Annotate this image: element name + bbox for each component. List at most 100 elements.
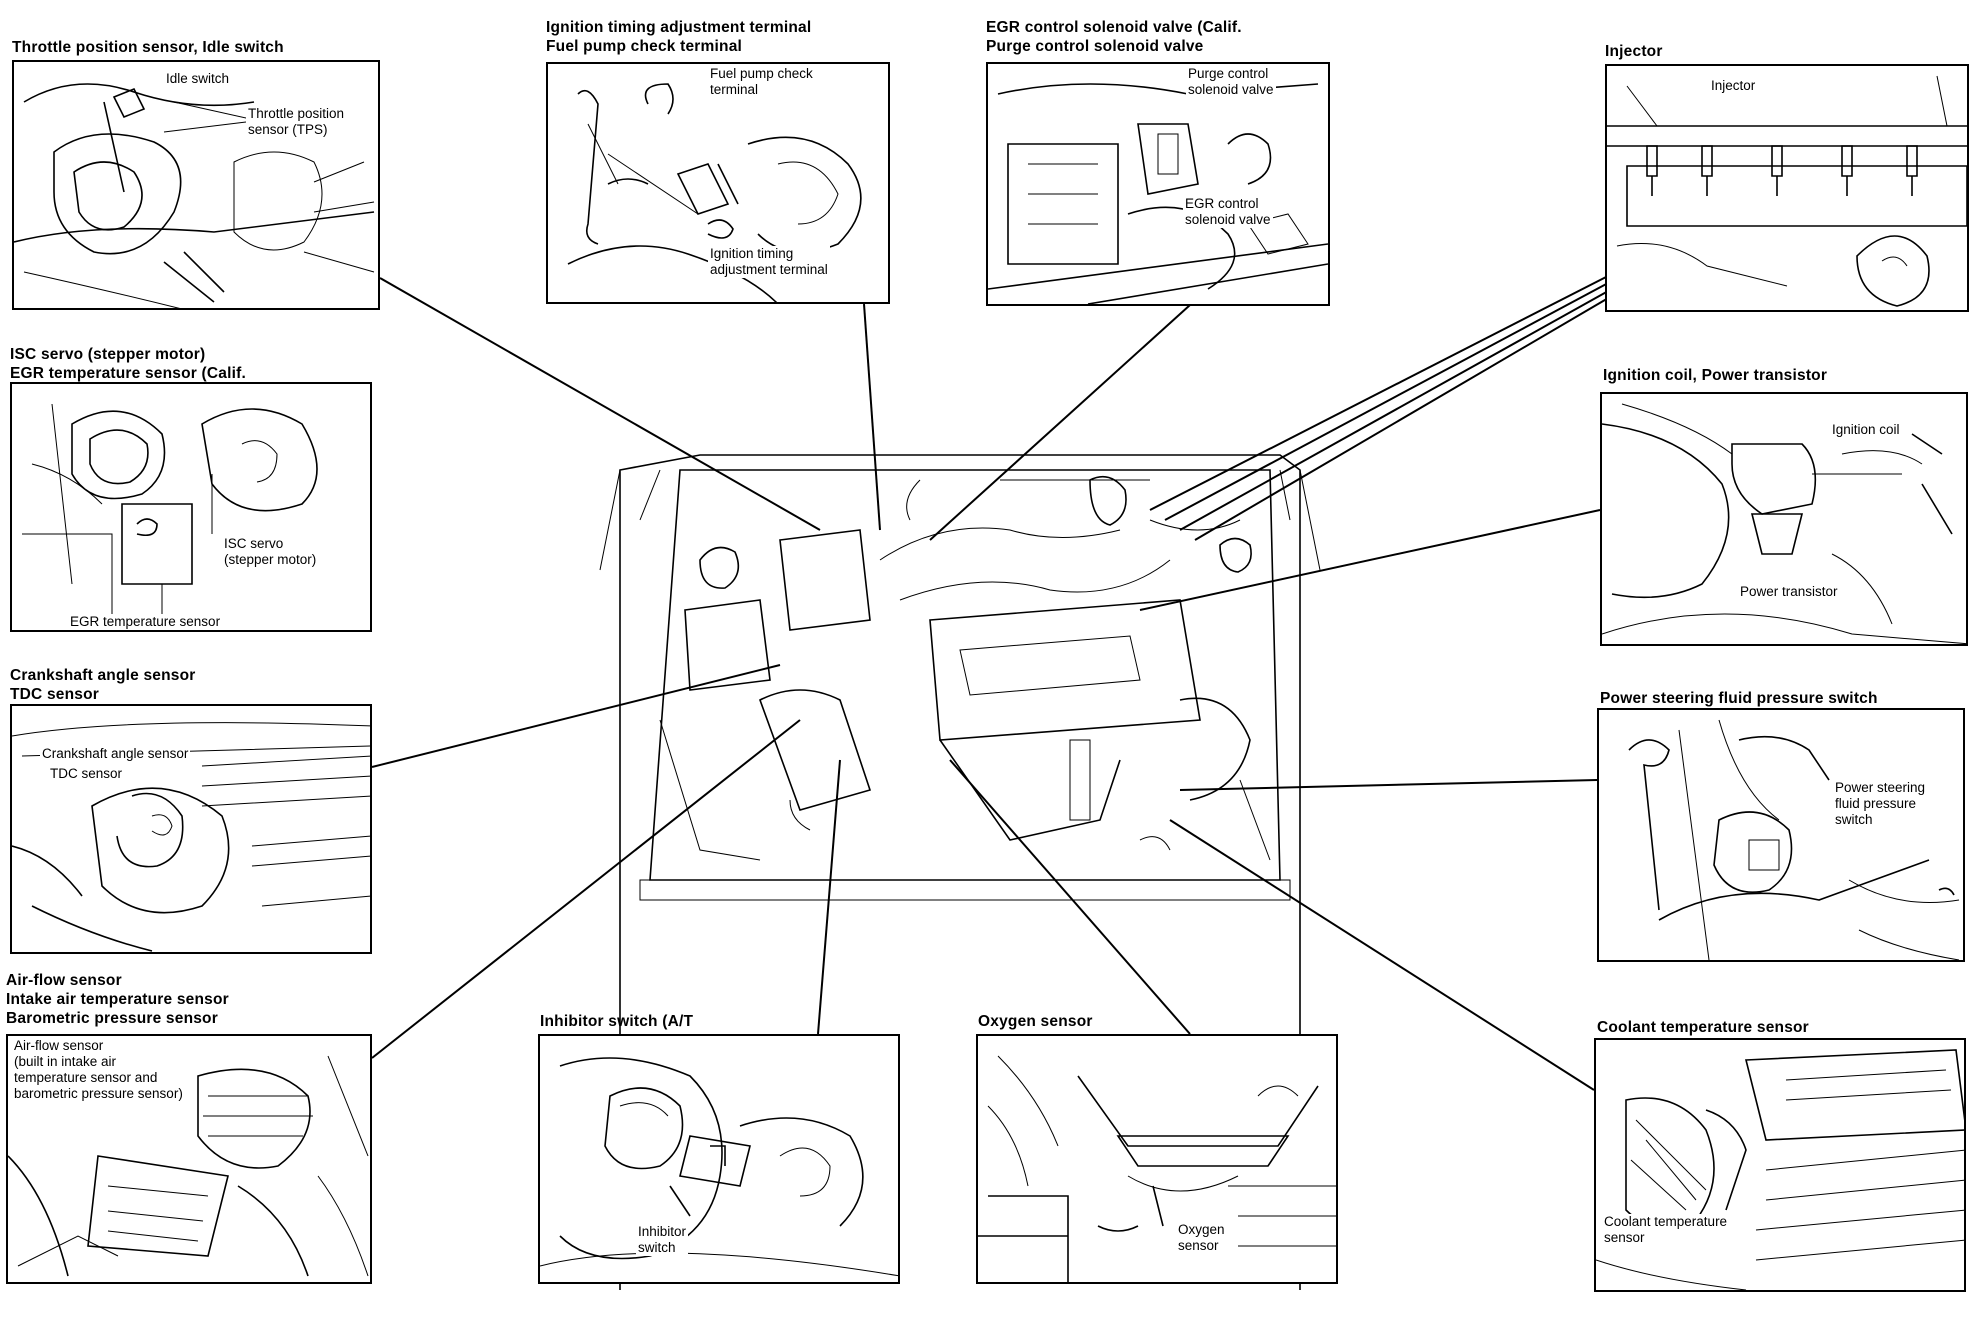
callout-line: sensor bbox=[1604, 1230, 1645, 1245]
leader-line bbox=[1179, 289, 1611, 531]
leader-line bbox=[379, 277, 821, 531]
callout-line: Ignition timing bbox=[710, 246, 794, 261]
panel-title-line: EGR temperature sensor (Calif. bbox=[10, 365, 246, 382]
panel-title-ignition-coil: Ignition coil, Power transistor bbox=[1603, 366, 1827, 385]
panel-illustration bbox=[8, 1055, 369, 1277]
callout-line: temperature sensor and bbox=[14, 1070, 158, 1085]
leader-line bbox=[1164, 281, 1611, 521]
panel-illustration bbox=[988, 83, 1328, 304]
callout-line: (stepper motor) bbox=[224, 552, 317, 567]
panel-title-line: TDC sensor bbox=[10, 686, 99, 703]
callout-line: sensor (TPS) bbox=[248, 122, 328, 137]
callout-line: Power transistor bbox=[1740, 584, 1838, 599]
panel-title-line: Inhibitor switch (A/T bbox=[540, 1013, 694, 1030]
callout-line: Air-flow sensor bbox=[14, 1038, 104, 1053]
panel-illustration bbox=[22, 403, 318, 619]
callout-line: Crankshaft angle sensor bbox=[42, 746, 189, 761]
callout-line: Fuel pump check bbox=[710, 66, 813, 81]
callout-line: ISC servo bbox=[224, 536, 284, 551]
callout-line: Coolant temperature bbox=[1604, 1214, 1728, 1229]
panel-illustration bbox=[14, 83, 375, 308]
panel-title-line: EGR control solenoid valve (Calif. bbox=[986, 19, 1242, 36]
leader-line bbox=[1179, 779, 1598, 791]
callout-line: switch bbox=[1835, 812, 1873, 827]
callout-egrtemp: EGR temperature sensor bbox=[68, 614, 223, 630]
panel-title-power-steering: Power steering fluid pressure switch bbox=[1600, 689, 1878, 708]
callout-line: Purge control bbox=[1188, 66, 1269, 81]
callout-line: fluid pressure bbox=[1835, 796, 1917, 811]
callout-idle: Idle switch bbox=[164, 71, 232, 87]
detail-panel-injector: Injector bbox=[1605, 64, 1969, 312]
panel-title-line: Throttle position sensor, Idle switch bbox=[12, 39, 284, 56]
callout-coil: Ignition coil bbox=[1830, 422, 1902, 438]
panel-title-line: Coolant temperature sensor bbox=[1597, 1019, 1809, 1036]
panel-illustration bbox=[1602, 403, 1966, 644]
callout-line: adjustment terminal bbox=[710, 262, 828, 277]
panel-title-line: Air-flow sensor bbox=[6, 972, 122, 989]
leader-line bbox=[817, 759, 841, 1035]
callout-line: sensor bbox=[1178, 1238, 1219, 1253]
leader-line bbox=[863, 303, 881, 531]
engine-bay bbox=[599, 454, 1321, 1290]
callout-line: TDC sensor bbox=[50, 766, 123, 781]
leader-line bbox=[929, 304, 1191, 541]
callout-line: Idle switch bbox=[166, 71, 230, 86]
panel-title-injector: Injector bbox=[1605, 42, 1663, 61]
leader-lines bbox=[371, 274, 1611, 1091]
panel-title-line: Ignition coil, Power transistor bbox=[1603, 367, 1828, 384]
callout-line: Throttle position bbox=[248, 106, 345, 121]
panel-title-line: Intake air temperature sensor bbox=[6, 991, 229, 1008]
panel-title-line: Purge control solenoid valve bbox=[986, 38, 1204, 55]
leader-line bbox=[371, 664, 781, 768]
panel-title-inhibitor: Inhibitor switch (A/T bbox=[540, 1012, 693, 1031]
leader-line bbox=[1139, 509, 1601, 611]
panel-illustration bbox=[540, 1057, 898, 1277]
callout-line: Power steering bbox=[1835, 780, 1926, 795]
callout-line: Ignition coil bbox=[1832, 422, 1900, 437]
callout-line: (built in intake air bbox=[14, 1054, 117, 1069]
panel-title-egr: EGR control solenoid valve (Calif. Purge … bbox=[986, 18, 1242, 56]
leader-line bbox=[371, 719, 801, 1059]
panel-title-oxygen: Oxygen sensor bbox=[978, 1012, 1093, 1031]
callout-isc: ISC servo(stepper motor) bbox=[222, 536, 319, 568]
panel-title-line: Fuel pump check terminal bbox=[546, 38, 743, 55]
detail-panel-isc: ISC servo(stepper motor) EGR temperature … bbox=[10, 382, 372, 632]
callout-line: terminal bbox=[710, 82, 759, 97]
panel-title-line: ISC servo (stepper motor) bbox=[10, 346, 206, 363]
callout-line: Oxygen bbox=[1178, 1222, 1225, 1237]
callout-injector: Injector bbox=[1709, 78, 1758, 94]
panel-illustration bbox=[1596, 1049, 1964, 1290]
panel-illustration bbox=[1628, 719, 1960, 960]
leader-line bbox=[1149, 274, 1611, 511]
callout-line: switch bbox=[638, 1240, 676, 1255]
callout-line: EGR control bbox=[1185, 196, 1259, 211]
panel-title-line: Oxygen sensor bbox=[978, 1013, 1093, 1030]
callout-line: solenoid valve bbox=[1188, 82, 1274, 97]
leader-line bbox=[1169, 819, 1595, 1091]
panel-illustration bbox=[1607, 75, 1967, 307]
leader-line bbox=[1194, 296, 1611, 541]
panel-title-isc: ISC servo (stepper motor) EGR temperature… bbox=[10, 345, 246, 383]
leader-line bbox=[949, 759, 1191, 1035]
